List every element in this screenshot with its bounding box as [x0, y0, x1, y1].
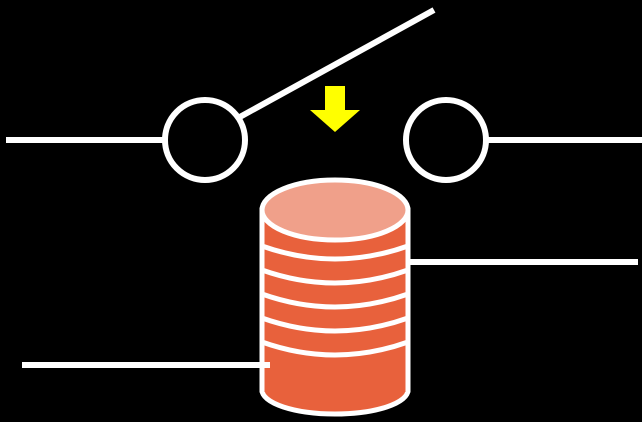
winding-turn	[261, 339, 409, 358]
coil-windings	[261, 243, 409, 358]
switch-lever	[236, 7, 436, 121]
electromagnet-core	[259, 177, 411, 417]
coil-top	[259, 177, 411, 243]
winding-turn	[261, 291, 409, 310]
left-contact-terminal	[162, 97, 248, 183]
down-arrow-icon	[310, 86, 360, 132]
winding-turn	[261, 315, 409, 334]
right-contact-terminal	[403, 97, 489, 183]
winding-turn	[261, 267, 409, 286]
winding-turn	[261, 243, 409, 262]
